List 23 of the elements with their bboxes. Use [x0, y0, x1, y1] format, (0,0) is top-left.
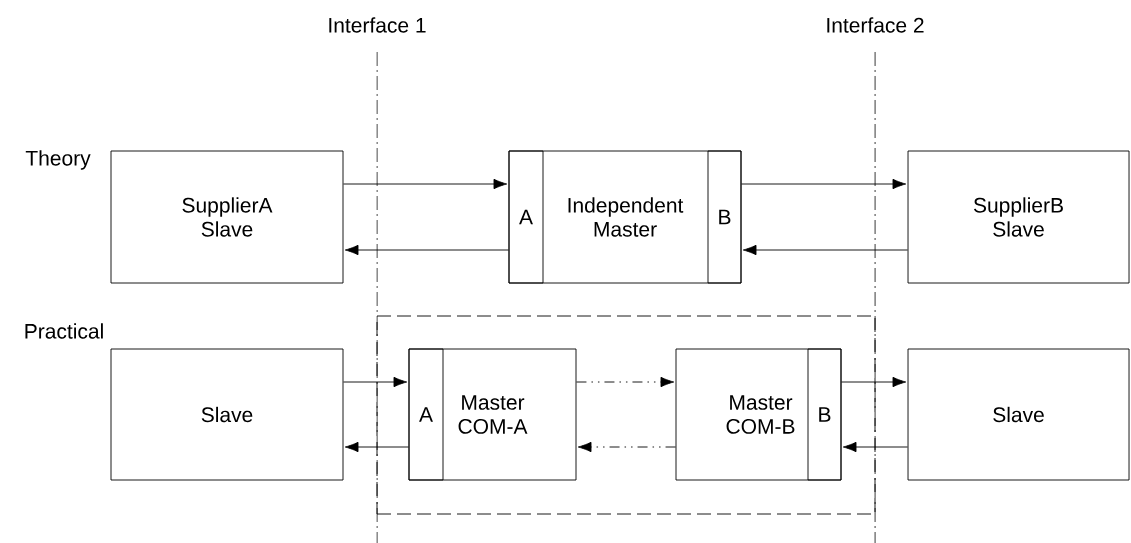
row-label: Practical	[25, 323, 103, 339]
arrow	[343, 178, 508, 190]
port-box: B	[707, 150, 742, 284]
arrow	[576, 376, 675, 388]
slave-box: SupplierA Slave	[110, 150, 344, 284]
arrow	[577, 441, 676, 453]
arrow	[742, 244, 909, 256]
slave-box: Slave	[907, 348, 1130, 481]
port-box: A	[408, 348, 444, 481]
arrow	[344, 244, 509, 256]
boundary-box	[376, 315, 876, 515]
row-label: Theory	[25, 150, 91, 170]
interface-label: Interface 2	[827, 17, 924, 33]
arrow	[344, 441, 409, 453]
port-box: B	[807, 348, 842, 481]
arrow	[842, 441, 909, 453]
arrow	[343, 376, 408, 388]
arrow	[841, 376, 907, 388]
port-box: A	[508, 150, 544, 284]
slave-box: Slave	[110, 348, 344, 481]
interface-label: Interface 1	[329, 17, 426, 33]
slave-box: SupplierB Slave	[907, 150, 1130, 284]
arrow	[741, 178, 907, 190]
